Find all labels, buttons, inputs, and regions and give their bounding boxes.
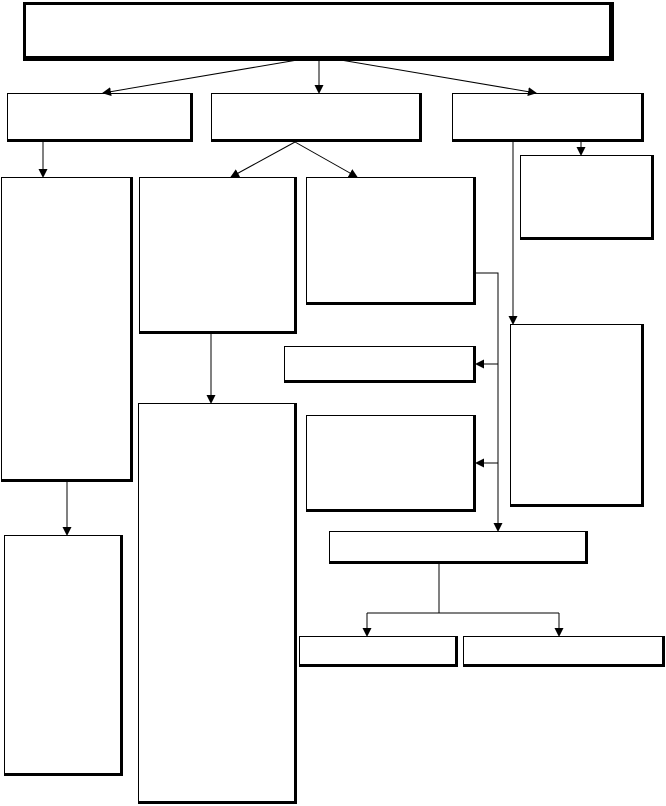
middle-right-box <box>306 177 476 305</box>
connector-middle-right-trunk <box>476 272 503 532</box>
center-thin-box <box>284 346 476 383</box>
branch-middle-box <box>211 93 422 142</box>
right-tall-box <box>510 324 644 507</box>
edge-branch-middle-middle-right <box>294 141 358 178</box>
middle-lower-tall-box <box>138 403 297 804</box>
merge-left-box <box>299 636 458 667</box>
root-box <box>23 2 614 61</box>
right-small-box <box>520 155 654 240</box>
middle-left-box <box>139 177 297 334</box>
edge-root-branch-left <box>102 56 316 97</box>
branch-left-box <box>7 93 193 142</box>
branch-right-box <box>452 93 644 142</box>
edge-branch-middle-middle-left <box>230 141 296 178</box>
left-bottom-box <box>4 535 123 776</box>
edge-root-branch-right <box>322 56 537 97</box>
merge-box <box>329 531 588 564</box>
merge-right-box <box>463 636 665 667</box>
center-box <box>306 415 476 512</box>
left-tall-box <box>1 177 133 482</box>
